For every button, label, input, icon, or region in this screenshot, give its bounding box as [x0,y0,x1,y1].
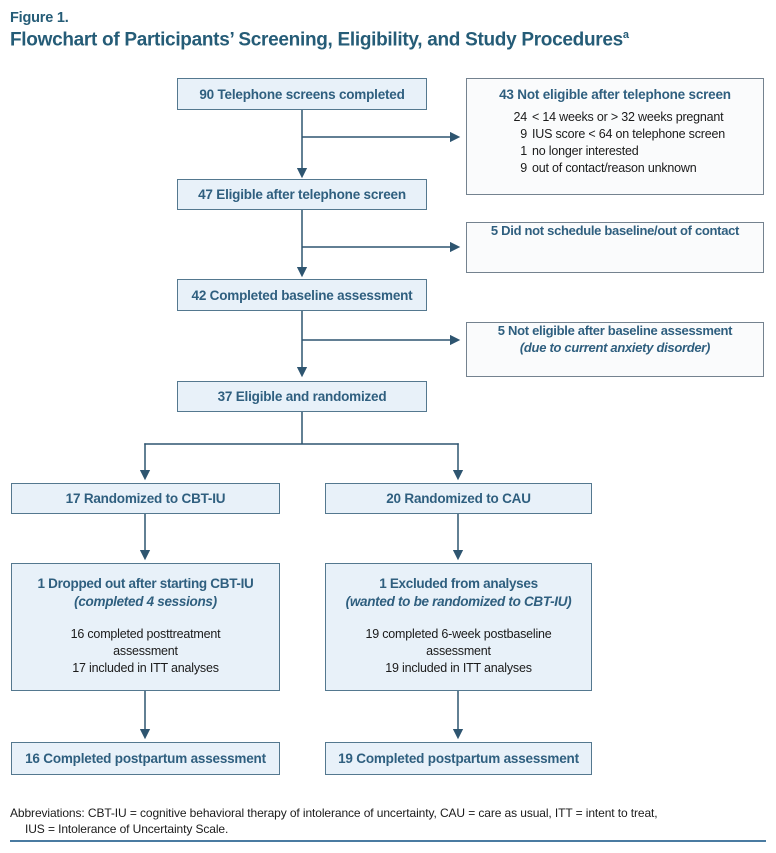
cau-detail-line: 19 included in ITT analyses [385,661,532,676]
box-cbtiu-detail: 1 Dropped out after starting CBT-IU (com… [11,563,280,691]
box-cau-detail: 1 Excluded from analyses (wanted to be r… [325,563,592,691]
cau-detail-line: 19 completed 6-week postbaseline [365,626,552,641]
exclusion-item-text: no longer interested [532,144,639,158]
box-randomized-cau: 20 Randomized to CAU [325,483,592,514]
exclusion-item-count: 24 [513,110,527,124]
box-eligible-randomized-label: 37 Eligible and randomized [217,389,387,404]
cbtiu-detail-line: 17 included in ITT analyses [72,661,219,676]
box-completed-baseline-label: 42 Completed baseline assessment [191,287,413,303]
box-telephone-screens-label: 90 Telephone screens completed [199,86,405,102]
exclusion-item-count: 1 [520,144,527,158]
not-eligible-telephone-list: 24 < 14 weeks or > 32 weeks pregnant 9 I… [505,110,725,175]
cau-detail-line: assessment [426,643,491,658]
abbreviations-line-2: IUS = Intolerance of Uncertainty Scale. [25,821,229,836]
cbtiu-detail-line: assessment [113,643,178,658]
not-eligible-telephone-title: 43 Not eligible after telephone screen [499,87,731,102]
box-cbtiu-postpartum-label: 16 Completed postpartum assessment [25,751,266,766]
figure-title-superscript: a [622,29,629,41]
cbtiu-detail-line: 16 completed posttreatment [70,626,221,641]
abbreviations-line-1: Abbreviations: CBT-IU = cognitive behavi… [10,806,658,820]
cbtiu-dropout-note: (completed 4 sessions) [74,593,217,609]
cbtiu-dropout-title: 1 Dropped out after starting CBT-IU [37,576,254,591]
box-randomized-cbtiu: 17 Randomized to CBT-IU [11,483,280,514]
box-cbtiu-postpartum: 16 Completed postpartum assessment [11,742,280,775]
figure-title: Flowchart of Participants’ Screening, El… [10,29,629,51]
exclusion-item-text: out of contact/reason unknown [532,161,697,175]
not-eligible-baseline-title: 5 Not eligible after baseline assessment [497,323,733,338]
exclusion-item-count: 9 [520,161,527,175]
box-randomized-cau-label: 20 Randomized to CAU [386,491,531,506]
cau-excluded-title: 1 Excluded from analyses [379,576,538,591]
figure-title-text: Flowchart of Participants’ Screening, El… [10,29,623,51]
exclusion-item-count: 9 [520,127,527,141]
box-not-eligible-baseline: 5 Not eligible after baseline assessment… [466,322,764,377]
box-eligible-after-telephone-label: 47 Eligible after telephone screen [198,187,406,202]
box-eligible-randomized: 37 Eligible and randomized [177,381,427,412]
cau-excluded-note: (wanted to be randomized to CBT-IU) [345,593,572,609]
box-not-eligible-telephone: 43 Not eligible after telephone screen 2… [466,78,764,195]
bottom-rule [10,840,766,842]
cau-detail-lines: 19 completed 6-week postbaseline assessm… [365,626,551,678]
exclusion-item-text: < 14 weeks or > 32 weeks pregnant [532,110,724,124]
box-cau-postpartum-label: 19 Completed postpartum assessment [338,751,579,766]
box-telephone-screens: 90 Telephone screens completed [177,78,427,110]
did-not-schedule-label: 5 Did not schedule baseline/out of conta… [490,223,740,238]
flowchart: 90 Telephone screens completed 47 Eligib… [11,78,764,775]
box-did-not-schedule: 5 Did not schedule baseline/out of conta… [466,222,764,273]
box-cau-postpartum: 19 Completed postpartum assessment [325,742,592,775]
not-eligible-baseline-reason: (due to current anxiety disorder) [519,340,711,355]
abbreviations-note: Abbreviations: CBT-IU = cognitive behavi… [10,806,770,838]
box-randomized-cbtiu-label: 17 Randomized to CBT-IU [65,491,226,506]
box-completed-baseline: 42 Completed baseline assessment [177,279,427,311]
figure-label: Figure 1. [10,10,69,26]
box-eligible-after-telephone: 47 Eligible after telephone screen [177,179,427,210]
exclusion-item-text: IUS score < 64 on telephone screen [532,127,725,141]
cbtiu-detail-lines: 16 completed posttreatment assessment 17… [71,626,221,678]
